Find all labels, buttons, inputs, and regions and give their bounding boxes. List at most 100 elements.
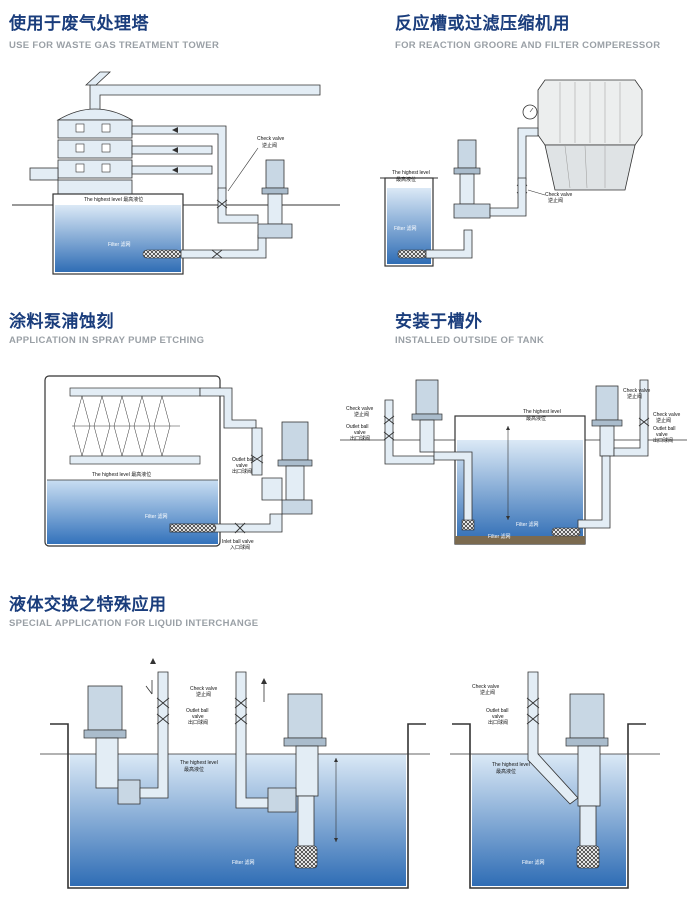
- outside-tank-diagram: The highest level 最高液位 Check valve 逆止阀 O…: [340, 379, 687, 545]
- highest-level-label-2: The highest level: [392, 170, 430, 176]
- compressor-feed-pipe: [517, 127, 539, 181]
- filter-mesh-4a: [461, 519, 475, 531]
- highest-level-label-6-cn: 最高液位: [496, 768, 516, 775]
- check-valve-label-6-cn: 逆止阀: [480, 689, 495, 696]
- check-valve: [216, 199, 228, 209]
- check-valve-label-5: Check valve: [190, 686, 217, 692]
- discharge-pipe-2: [489, 177, 527, 217]
- filter-label-4a: Filter 滤网: [488, 533, 511, 540]
- outlet-ball-label-5: Outlet ball: [186, 708, 209, 714]
- pump-motor: [265, 159, 285, 189]
- outlet-ball-label-4-cn: 出口球阀: [350, 435, 370, 442]
- check-valve-label-4b-cn: 逆止阀: [627, 393, 642, 400]
- outlet-ball-label-cn: 出口球阀: [232, 468, 252, 475]
- filter-mesh-2: [397, 249, 427, 259]
- check-valve-label-6: Check valve: [472, 684, 499, 690]
- outlet-ball-label-4d: valve: [656, 432, 668, 438]
- inlet-ball-label-cn: 入口球阀: [230, 544, 250, 551]
- section-5-title: 液体交换之特殊应用: [9, 595, 167, 615]
- inlet-valve: [211, 249, 223, 259]
- outlet-ball-label-5b: valve: [192, 714, 204, 720]
- suction-pipe-2: [425, 229, 473, 259]
- pump-body-2: [459, 173, 475, 205]
- pump-body-5b: [295, 745, 319, 797]
- check-valve-label-5-cn: 逆止阀: [196, 691, 211, 698]
- pump-casing-5b: [267, 787, 297, 813]
- pump-casing: [257, 223, 293, 239]
- check-valve-label-4c: Check valve: [653, 412, 680, 418]
- pump-motor-2: [457, 139, 477, 169]
- compressor-hopper: [544, 144, 636, 191]
- tower-stage-3: [57, 159, 133, 179]
- outlet-ball-label-6: Outlet ball: [486, 708, 509, 714]
- filter-label-6: Filter 滤网: [522, 859, 545, 866]
- pump-casing-5a: [117, 779, 141, 805]
- etching-bath: [47, 480, 218, 544]
- suction-pipe: [180, 234, 267, 259]
- filter-label-5a: Filter 滤网: [232, 859, 255, 866]
- check-valve-label-2-cn: 逆止阀: [548, 197, 563, 204]
- outlet-ball-label: Outlet ball: [232, 457, 255, 463]
- outlet-ball-label-4b: valve: [354, 430, 366, 436]
- outlet-ball-label-4c-cn: 出口球阀: [653, 437, 673, 444]
- reaction-tank-diagram: Check valve 逆止阀 The highest level 最高液位 F…: [380, 79, 643, 267]
- section-1-subtitle: USE FOR WASTE GAS TREATMENT TOWER: [9, 40, 220, 51]
- outlet-ball-valve: [250, 454, 264, 464]
- pump-body-4b: [599, 425, 615, 457]
- pump-body: [267, 193, 283, 225]
- filter-mesh-6: [576, 845, 600, 869]
- spray-etching-diagram: The highest level 最高液位 Outlet ball valve…: [44, 375, 313, 551]
- tower-stage-1: [57, 119, 133, 139]
- pump-motor-4b: [595, 385, 619, 421]
- outlet-ball-label-4: Outlet ball: [346, 424, 369, 430]
- outside-tank-water: [457, 440, 583, 542]
- section-4-title: 安装于槽外: [395, 312, 483, 332]
- pump-motor-4a: [415, 379, 439, 415]
- filter-label: Filter 滤网: [108, 241, 131, 248]
- pump-motor-5a: [87, 685, 123, 731]
- discharge-pipe-5a: [139, 671, 169, 799]
- highest-level-label-4: The highest level: [523, 409, 561, 415]
- check-valve-label-cn: 逆止阀: [262, 142, 277, 149]
- pump-casing-2: [453, 203, 491, 219]
- check-valve-label-4-cn: 逆止阀: [354, 411, 369, 418]
- tower-dome: [56, 108, 134, 121]
- section-4-subtitle: INSTALLED OUTSIDE OF TANK: [395, 335, 545, 346]
- check-valve-label-4b: Check valve: [623, 388, 650, 394]
- pump-body-5a: [95, 737, 119, 789]
- inlet-ball-valve: [234, 522, 246, 534]
- section-3-title: 涂料泵浦蚀刻: [9, 312, 114, 332]
- highest-level-label-5: The highest level: [180, 760, 218, 766]
- discharge-pipe: [217, 187, 259, 224]
- spray-manifold-top: [69, 387, 201, 397]
- inlet-ball-label: Inlet ball valve: [222, 539, 254, 545]
- highest-level-label-2-cn: 最高液位: [396, 176, 416, 183]
- tank-floor: [455, 536, 585, 544]
- filter-mesh-3: [169, 523, 217, 533]
- pump-motor-5b: [287, 693, 323, 739]
- section-2-title: 反应槽或过滤压缩机用: [395, 14, 570, 34]
- pump-body-3: [285, 465, 305, 501]
- outlet-ball-label-2: valve: [236, 463, 248, 469]
- interchange-tank-right: [452, 723, 646, 889]
- pump-motor-6: [569, 693, 605, 739]
- highest-level-label-4-cn: 最高液位: [526, 415, 546, 422]
- highest-level-label: The highest level 最高液位: [84, 196, 143, 203]
- filter-label-3: Filter 滤网: [145, 513, 168, 520]
- pump-body-6: [577, 745, 601, 807]
- pump-body-4a: [419, 419, 435, 453]
- pump-motor-3: [281, 421, 309, 461]
- outlet-ball-label-5-cn: 出口球阀: [188, 719, 208, 726]
- highest-level-label-5-cn: 最高液位: [184, 766, 204, 773]
- check-valve-label-4: Check valve: [346, 406, 373, 412]
- filter-label-2: Filter 滤网: [394, 225, 417, 232]
- filter-mesh-4b: [551, 527, 581, 537]
- spray-nozzles: [73, 395, 171, 457]
- return-pipe-1: [131, 125, 227, 191]
- highest-level-label-3: The highest level 最高液位: [92, 471, 151, 478]
- section-2-subtitle: FOR REACTION GROORE AND FILTER COMPERESS…: [395, 40, 661, 51]
- check-valve-label-2: Check valve: [545, 192, 572, 198]
- outlet-ball-label-6-cn: 出口球阀: [488, 719, 508, 726]
- exhaust-pipe: [89, 84, 321, 121]
- liquid-interchange-diagram-right: The highest level 最高液位 Check valve 逆止阀 O…: [450, 671, 660, 889]
